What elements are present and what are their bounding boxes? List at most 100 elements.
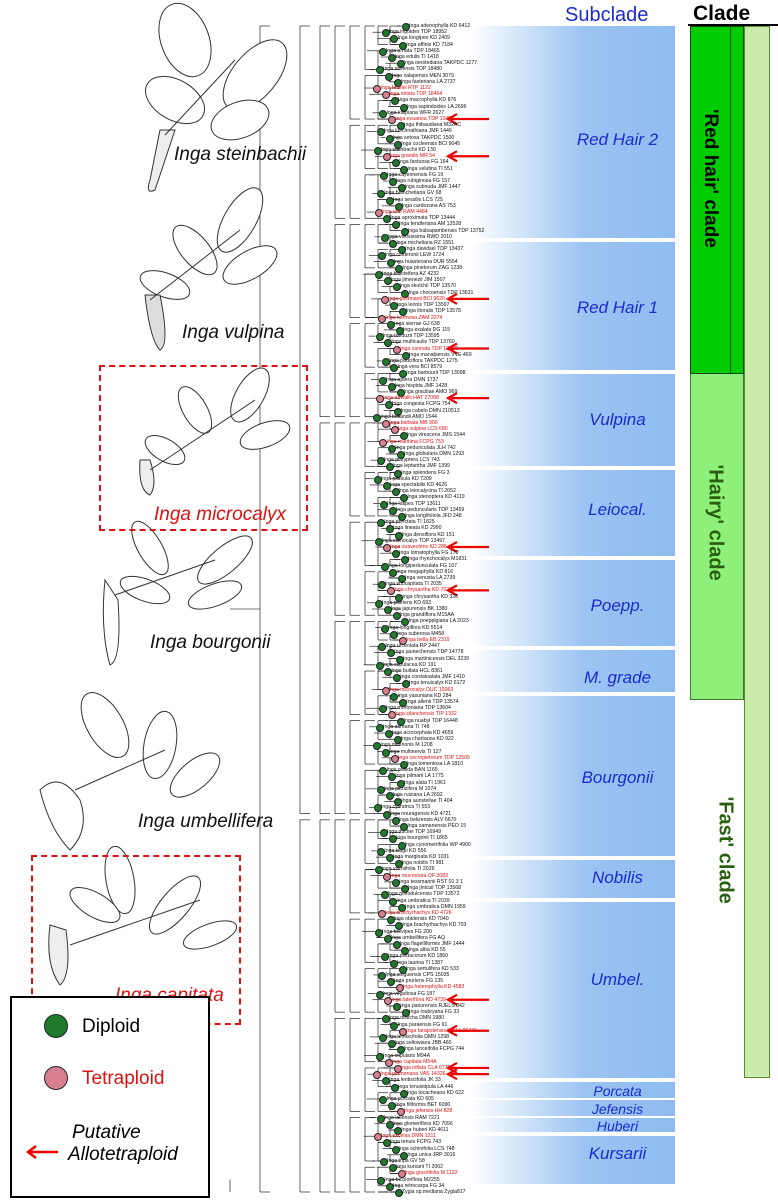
tip-label: Inga bracteifera AZ 4232 — [382, 271, 439, 278]
diploid-marker — [389, 959, 398, 968]
tip-label: Inga ingoides TDP 18952 — [388, 29, 447, 36]
tip-label: Inga nouragensis KD 4721 — [389, 810, 452, 817]
tetraploid-marker — [381, 295, 390, 304]
tip-label: Inga kursarii TI 2062 — [395, 1164, 443, 1171]
tip-label: Inga tessmannii RST 01 3 1 — [399, 878, 464, 885]
tip-label: Inga leiocalycina TI 2052 — [398, 488, 456, 495]
tip-label: Inga splendens FG 3 — [401, 469, 450, 476]
tip-label: Zygia sp.mediana Zygia817 — [401, 1189, 466, 1195]
tip-label: Inga manabiensis VVE 469 — [409, 351, 472, 358]
diploid-marker — [374, 866, 383, 875]
tetraploid-marker — [381, 686, 390, 695]
tip-label: Inga aproximata TDP 13444 — [390, 215, 455, 222]
diploid-marker — [383, 606, 392, 614]
diploid-marker — [391, 488, 400, 497]
diploid-marker — [400, 885, 409, 894]
vulpina-leaf-drawing — [139, 187, 278, 351]
tetraploid-marker — [382, 153, 391, 162]
tip-label: Inga poeppigiana LA 2023 — [408, 618, 469, 625]
diploid-marker — [399, 699, 408, 708]
tetraploid-marker — [378, 314, 387, 323]
subclade-label: Vulpina — [589, 410, 646, 429]
diploid-marker — [393, 736, 402, 745]
diploid-marker — [377, 581, 386, 590]
tip-label: Inga multinervis TI 127 — [389, 748, 442, 755]
tip-label: Inga platyptera LCS 743 — [383, 457, 440, 464]
tetraploid-marker — [373, 85, 382, 94]
tip-label: Inga multicaulis TDP 13760 — [391, 339, 455, 346]
diploid-marker — [386, 916, 395, 925]
tip-label: Inga macrophylla KD 876 — [398, 97, 457, 104]
tip-label: Inga nuabyi TDP 16448 — [403, 717, 458, 724]
diploid-marker — [376, 1114, 385, 1123]
species-vulpina: Inga vulpina — [182, 322, 285, 343]
diploid-marker — [376, 457, 385, 466]
tetraploid-marker — [387, 711, 396, 720]
diploid-marker — [377, 190, 386, 199]
diploid-marker — [389, 568, 398, 577]
tip-label: Inga gracilifolia M 1122 — [404, 1170, 458, 1177]
tip-label: Inga hermosa ZAM 2274 — [385, 314, 443, 321]
diploid-marker — [384, 72, 393, 81]
tip-label: Inga maritima FCPG 753 — [386, 438, 444, 445]
tip-label: Inga cocleensis BCI 9045 — [401, 140, 461, 147]
tip-label: Inga pruriens FG 135 — [394, 978, 444, 985]
diploid-marker — [380, 500, 388, 509]
subclade-label: Nobilis — [591, 868, 644, 887]
diploid-marker — [383, 277, 392, 286]
tip-label: Inga globularis DMN 1293 — [404, 450, 465, 457]
tip-label: Inga feuillei RTP 1122 — [380, 85, 431, 92]
microcalyx-highlight-box — [99, 365, 308, 531]
diploid-marker — [378, 1033, 387, 1042]
tetraploid-marker — [377, 909, 386, 918]
tip-label: Inga skutchii TDP 13570 — [399, 283, 456, 290]
subclade-band — [470, 860, 675, 898]
diploid-marker — [377, 1176, 386, 1185]
tip-label: Inga mucronata OF 3083 — [390, 872, 448, 879]
tip-label: Inga laurina TI 1387 — [396, 959, 443, 966]
tip-label: Inga chocoensis TDP 13631 — [408, 289, 474, 296]
tip-label: Inga lallensis RAM 7221 — [383, 1114, 440, 1121]
tip-label: Inga glomeriflora KD 7056 — [392, 1120, 453, 1127]
tetraploid-marker — [395, 984, 404, 993]
tip-label: Inga ecuanoa TDP 13494 — [395, 116, 455, 123]
tip-label: Inga klugii KD 556 — [384, 847, 427, 854]
tip-label: Inga subcapitata TI 2035 — [384, 581, 442, 588]
legend-tetraploid: Tetraploid — [82, 1068, 165, 1089]
tip-label: Inga umbellifera FG AQ — [390, 934, 446, 941]
diploid-marker — [373, 475, 382, 484]
diploid-marker — [375, 333, 384, 342]
diploid-marker — [399, 41, 408, 50]
tip-label: Inga chrysantha KD 7021 — [393, 587, 453, 594]
tip-label: Inga venusta LA 2739 — [405, 574, 456, 581]
tip-label: Inga silanchensis TIP 1332 — [394, 711, 457, 718]
tip-label: Inga panurensis RJELS 842 — [400, 1002, 465, 1009]
tip-label: Inga tripa GV 58 — [387, 1157, 425, 1164]
diploid-marker — [398, 308, 407, 317]
tetraploid-marker — [373, 1071, 382, 1080]
tip-label: Inga stipulacea KD 191 — [382, 661, 437, 668]
diploid-marker — [382, 810, 391, 819]
header-underline — [688, 24, 778, 26]
subclade-label: Jefensis — [591, 1101, 644, 1117]
tip-label: Inga retrocarpa FG 34 — [393, 1182, 445, 1189]
diploid-marker — [401, 618, 410, 627]
diploid-marker — [401, 289, 410, 298]
tip-label: Inga setosa TAKPDC 1500 — [392, 134, 455, 141]
diploid-marker — [376, 785, 385, 794]
diploid-marker — [396, 60, 405, 69]
bourgonii-leaf-drawing — [102, 520, 253, 666]
diploid-marker — [383, 215, 392, 224]
tip-label: Inga congesta FCPG 754 — [391, 401, 451, 408]
diploid-marker — [376, 1052, 385, 1061]
diploid-marker — [380, 1157, 388, 1166]
subclade-header: Subclade — [565, 4, 649, 26]
diploid-marker — [397, 184, 406, 193]
diploid-marker — [386, 1182, 395, 1191]
diploid-marker — [380, 562, 389, 571]
tip-label: Inga yasuniana KD 284 — [397, 692, 452, 699]
tip-label: Inga acrocephala KD 4659 — [391, 730, 454, 737]
tip-label: Inga porcata KD 605 — [386, 1095, 435, 1102]
allotetraploid-arrow — [445, 1068, 489, 1081]
tetraploid-marker — [384, 1058, 393, 1067]
